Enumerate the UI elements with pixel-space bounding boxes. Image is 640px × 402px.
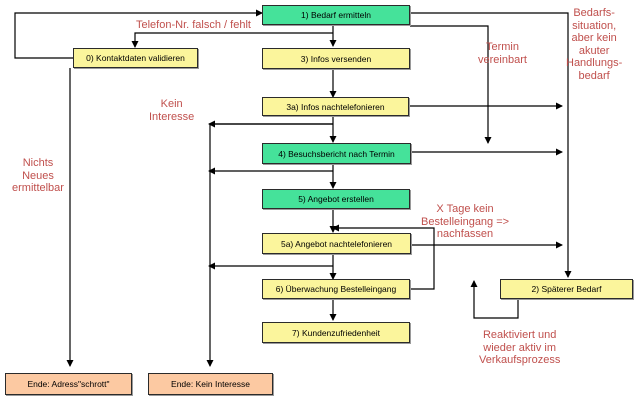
node-kontaktdaten-validieren: 0) Kontaktdaten validieren [73, 48, 198, 68]
label-bedarfssituation: Bedarfs- situation, aber kein akuter Han… [566, 7, 623, 82]
label-nichts-neues: Nichts Neues ermittelbar [12, 157, 64, 194]
node-angebot-nachtelefonieren: 5a) Angebot nachtelefonieren [262, 233, 411, 254]
label-kein-interesse: Kein Interesse [149, 98, 195, 123]
node-ueberwachung-bestelleingang: 6) Überwachung Bestelleingang [262, 279, 410, 299]
label-telefon-falsch: Telefon-Nr. falsch / fehlt [136, 19, 251, 31]
label-reaktiviert: Reaktiviert und wieder aktiv im Verkaufs… [479, 329, 561, 366]
node-bedarf-ermitteln: 1) Bedarf ermitteln [262, 5, 410, 25]
node-ende-adressschrott: Ende: Adress"schrott" [5, 373, 132, 395]
label-x-tage: X Tage kein Bestelleingang => nachfassen [421, 203, 510, 240]
node-infos-versenden: 3) Infos versenden [262, 48, 410, 69]
node-ende-kein-interesse: Ende: Kein Interesse [148, 373, 273, 395]
node-kundenzufriedenheit: 7) Kundenzufriedenheit [262, 322, 410, 343]
label-termin-vereinbart: Termin vereinbart [478, 41, 527, 66]
node-spaeterer-bedarf: 2) Späterer Bedarf [500, 279, 633, 299]
node-infos-nachtelefonieren: 3a) Infos nachtelefonieren [262, 97, 409, 116]
node-besuchsbericht: 4) Besuchsbericht nach Termin [262, 143, 411, 164]
node-angebot-erstellen: 5) Angebot erstellen [262, 189, 410, 209]
